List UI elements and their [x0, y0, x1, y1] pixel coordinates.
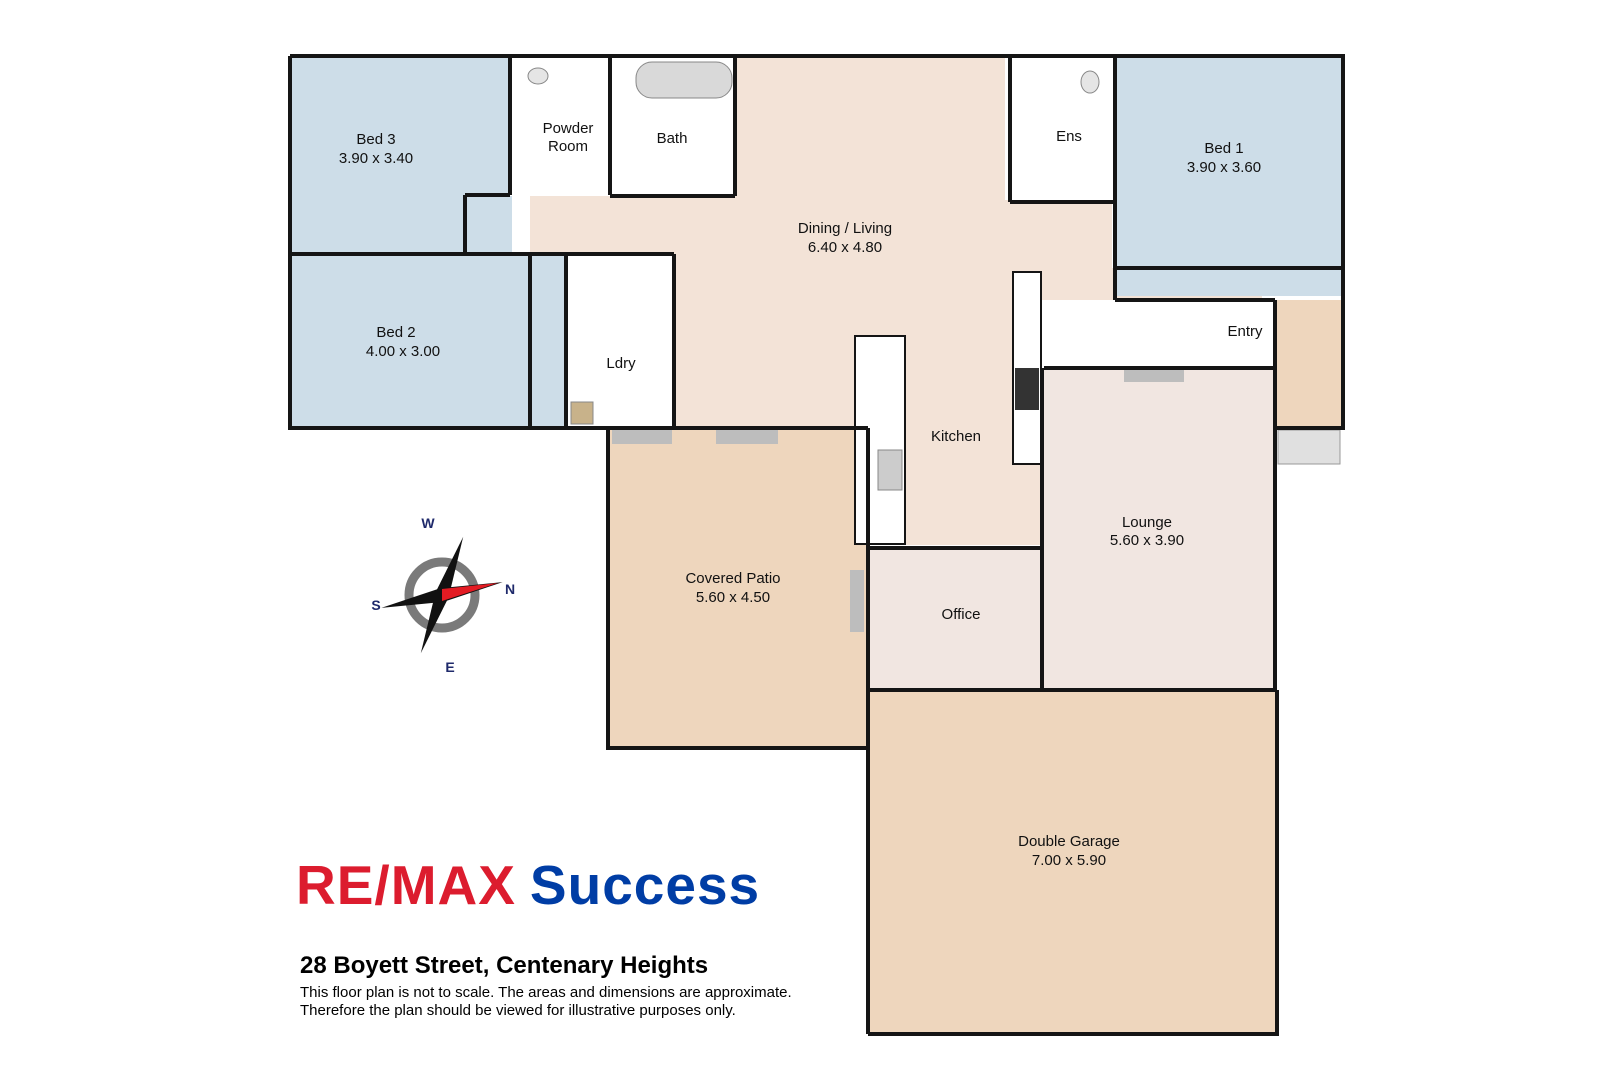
room-labels: Bed 3 3.90 x 3.40 Bed 2 4.00 x 3.00 Powd…: [339, 120, 1263, 869]
dining-name: Dining / Living: [798, 220, 892, 237]
office-name: Office: [942, 606, 981, 623]
compass-icon: [381, 536, 503, 654]
ens-name: Ens: [1056, 128, 1082, 145]
floor-garage: [868, 690, 1275, 1033]
floor-office: [870, 548, 1042, 688]
bed1-name: Bed 1: [1204, 140, 1243, 157]
logo-slash: /: [374, 854, 391, 916]
patio-side-unit: [850, 570, 864, 632]
compass-s: S: [371, 597, 380, 613]
bed3-dims: 3.90 x 3.40: [339, 150, 413, 167]
floor-lounge: [1042, 368, 1274, 688]
kitchen-bench-west: [854, 335, 906, 545]
cooktop-icon: [1015, 368, 1039, 410]
powder-name-2: Room: [548, 138, 588, 155]
bathtub-icon: [635, 61, 733, 99]
walls: [288, 54, 1345, 1036]
floor-bed1-robe: [1180, 268, 1342, 296]
floor-ldry: [566, 256, 674, 428]
floor-bed1: [1115, 56, 1342, 296]
lounge-name: Lounge: [1122, 514, 1172, 531]
disclaimer-line-1: This floor plan is not to scale. The are…: [300, 984, 792, 1001]
entry-name: Entry: [1227, 323, 1263, 340]
dining-dims: 6.40 x 4.80: [808, 239, 882, 256]
garage-dims: 7.00 x 5.90: [1032, 852, 1106, 869]
logo-success: Success: [529, 854, 761, 916]
bed2-name: Bed 2: [376, 324, 415, 341]
patio-bbq: [612, 430, 672, 444]
logo-re: RE: [296, 854, 375, 916]
ldry-tub-icon: [570, 401, 594, 425]
bath-name: Bath: [657, 130, 688, 147]
floor-bed2: [290, 256, 568, 426]
sink-icon: [877, 449, 903, 491]
property-address: 28 Boyett Street, Centenary Heights: [300, 952, 709, 979]
powder-name: Powder: [543, 120, 594, 137]
bed1-dims: 3.90 x 3.60: [1187, 159, 1261, 176]
ldry-name: Ldry: [606, 355, 636, 372]
compass-w: W: [421, 515, 435, 531]
bed3-name: Bed 3: [356, 131, 395, 148]
garage-name: Double Garage: [1018, 833, 1120, 850]
lounge-heater: [1124, 368, 1184, 382]
toilet-icon: [527, 67, 549, 85]
patio-dims: 5.60 x 4.50: [696, 589, 770, 606]
toilet-icon-ens: [1080, 70, 1100, 94]
floor-entry-porch: [1275, 300, 1343, 428]
disclaimer: This floor plan is not to scale. The are…: [300, 984, 860, 1020]
patio-name: Covered Patio: [685, 570, 780, 587]
disclaimer-line-2: Therefore the plan should be viewed for …: [300, 1002, 736, 1019]
patio-bench: [716, 430, 778, 444]
compass-n: N: [505, 581, 515, 597]
floors: [290, 56, 1343, 1033]
bed2-dims: 4.00 x 3.00: [366, 343, 440, 360]
entry-steps: [1277, 429, 1341, 465]
kitchen-name: Kitchen: [931, 428, 981, 445]
logo-max: MAX: [390, 854, 516, 916]
floor-bed3: [290, 56, 512, 254]
floor-patio: [608, 428, 868, 748]
compass-e: E: [445, 659, 454, 675]
lounge-dims: 5.60 x 3.90: [1110, 532, 1184, 549]
floor-powder: [510, 56, 610, 196]
